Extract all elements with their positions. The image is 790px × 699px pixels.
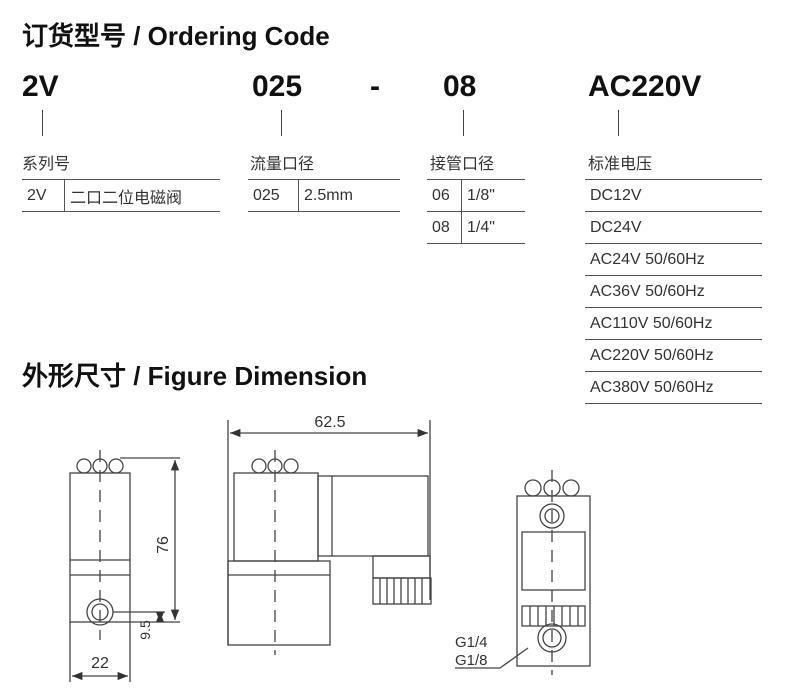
connector-line	[463, 110, 464, 136]
cell: AC380V 50/60Hz	[585, 371, 762, 404]
figure-dimension-title: 外形尺寸 / Figure Dimension	[22, 361, 368, 391]
code-port: 08	[443, 70, 477, 103]
end-view	[455, 470, 591, 675]
table-row: AC24V 50/60Hz	[585, 243, 762, 276]
code-voltage: AC220V	[588, 70, 702, 103]
table-row: AC220V 50/60Hz	[585, 339, 762, 372]
flow-label: 流量口径	[250, 156, 315, 173]
code-series: 2V	[22, 70, 59, 103]
length-label: 62.5	[314, 414, 345, 431]
cell: AC24V 50/60Hz	[585, 243, 762, 276]
front-view	[227, 420, 432, 655]
table-row: DC24V	[585, 211, 762, 244]
width-label: 22	[91, 655, 109, 672]
cell: 1/4"	[461, 211, 525, 244]
cell: 2.5mm	[298, 179, 400, 212]
port-offset-label: 9.5	[137, 620, 153, 640]
cell: 025	[248, 179, 299, 212]
cell: 1/8"	[461, 179, 525, 212]
table-row: DC12V	[585, 179, 762, 212]
cell: AC110V 50/60Hz	[585, 307, 762, 340]
connector-line	[42, 110, 43, 136]
code-dash: -	[370, 70, 380, 103]
cell: 08	[427, 211, 462, 244]
code-flow: 025	[252, 70, 303, 103]
voltage-table: DC12V DC24V AC24V 50/60Hz AC36V 50/60Hz …	[585, 179, 762, 404]
connector-line	[618, 110, 619, 136]
cell: AC220V 50/60Hz	[585, 339, 762, 372]
connector-line	[281, 110, 282, 136]
cell: DC12V	[585, 179, 762, 212]
cell: 2V	[22, 179, 65, 212]
table-row: AC110V 50/60Hz	[585, 307, 762, 340]
table-row: AC380V 50/60Hz	[585, 371, 762, 404]
port-label: 接管口径	[430, 156, 495, 173]
thread-label-1: G1/4	[455, 634, 488, 651]
cell: DC24V	[585, 211, 762, 244]
thread-label-2: G1/8	[455, 652, 488, 669]
height-label: 76	[155, 536, 172, 554]
cell: 二口二位电磁阀	[64, 179, 220, 212]
ordering-code-title: 订货型号 / Ordering Code	[22, 21, 330, 51]
voltage-label: 标准电压	[588, 156, 653, 173]
side-view	[69, 450, 180, 682]
series-label: 系列号	[22, 156, 71, 173]
